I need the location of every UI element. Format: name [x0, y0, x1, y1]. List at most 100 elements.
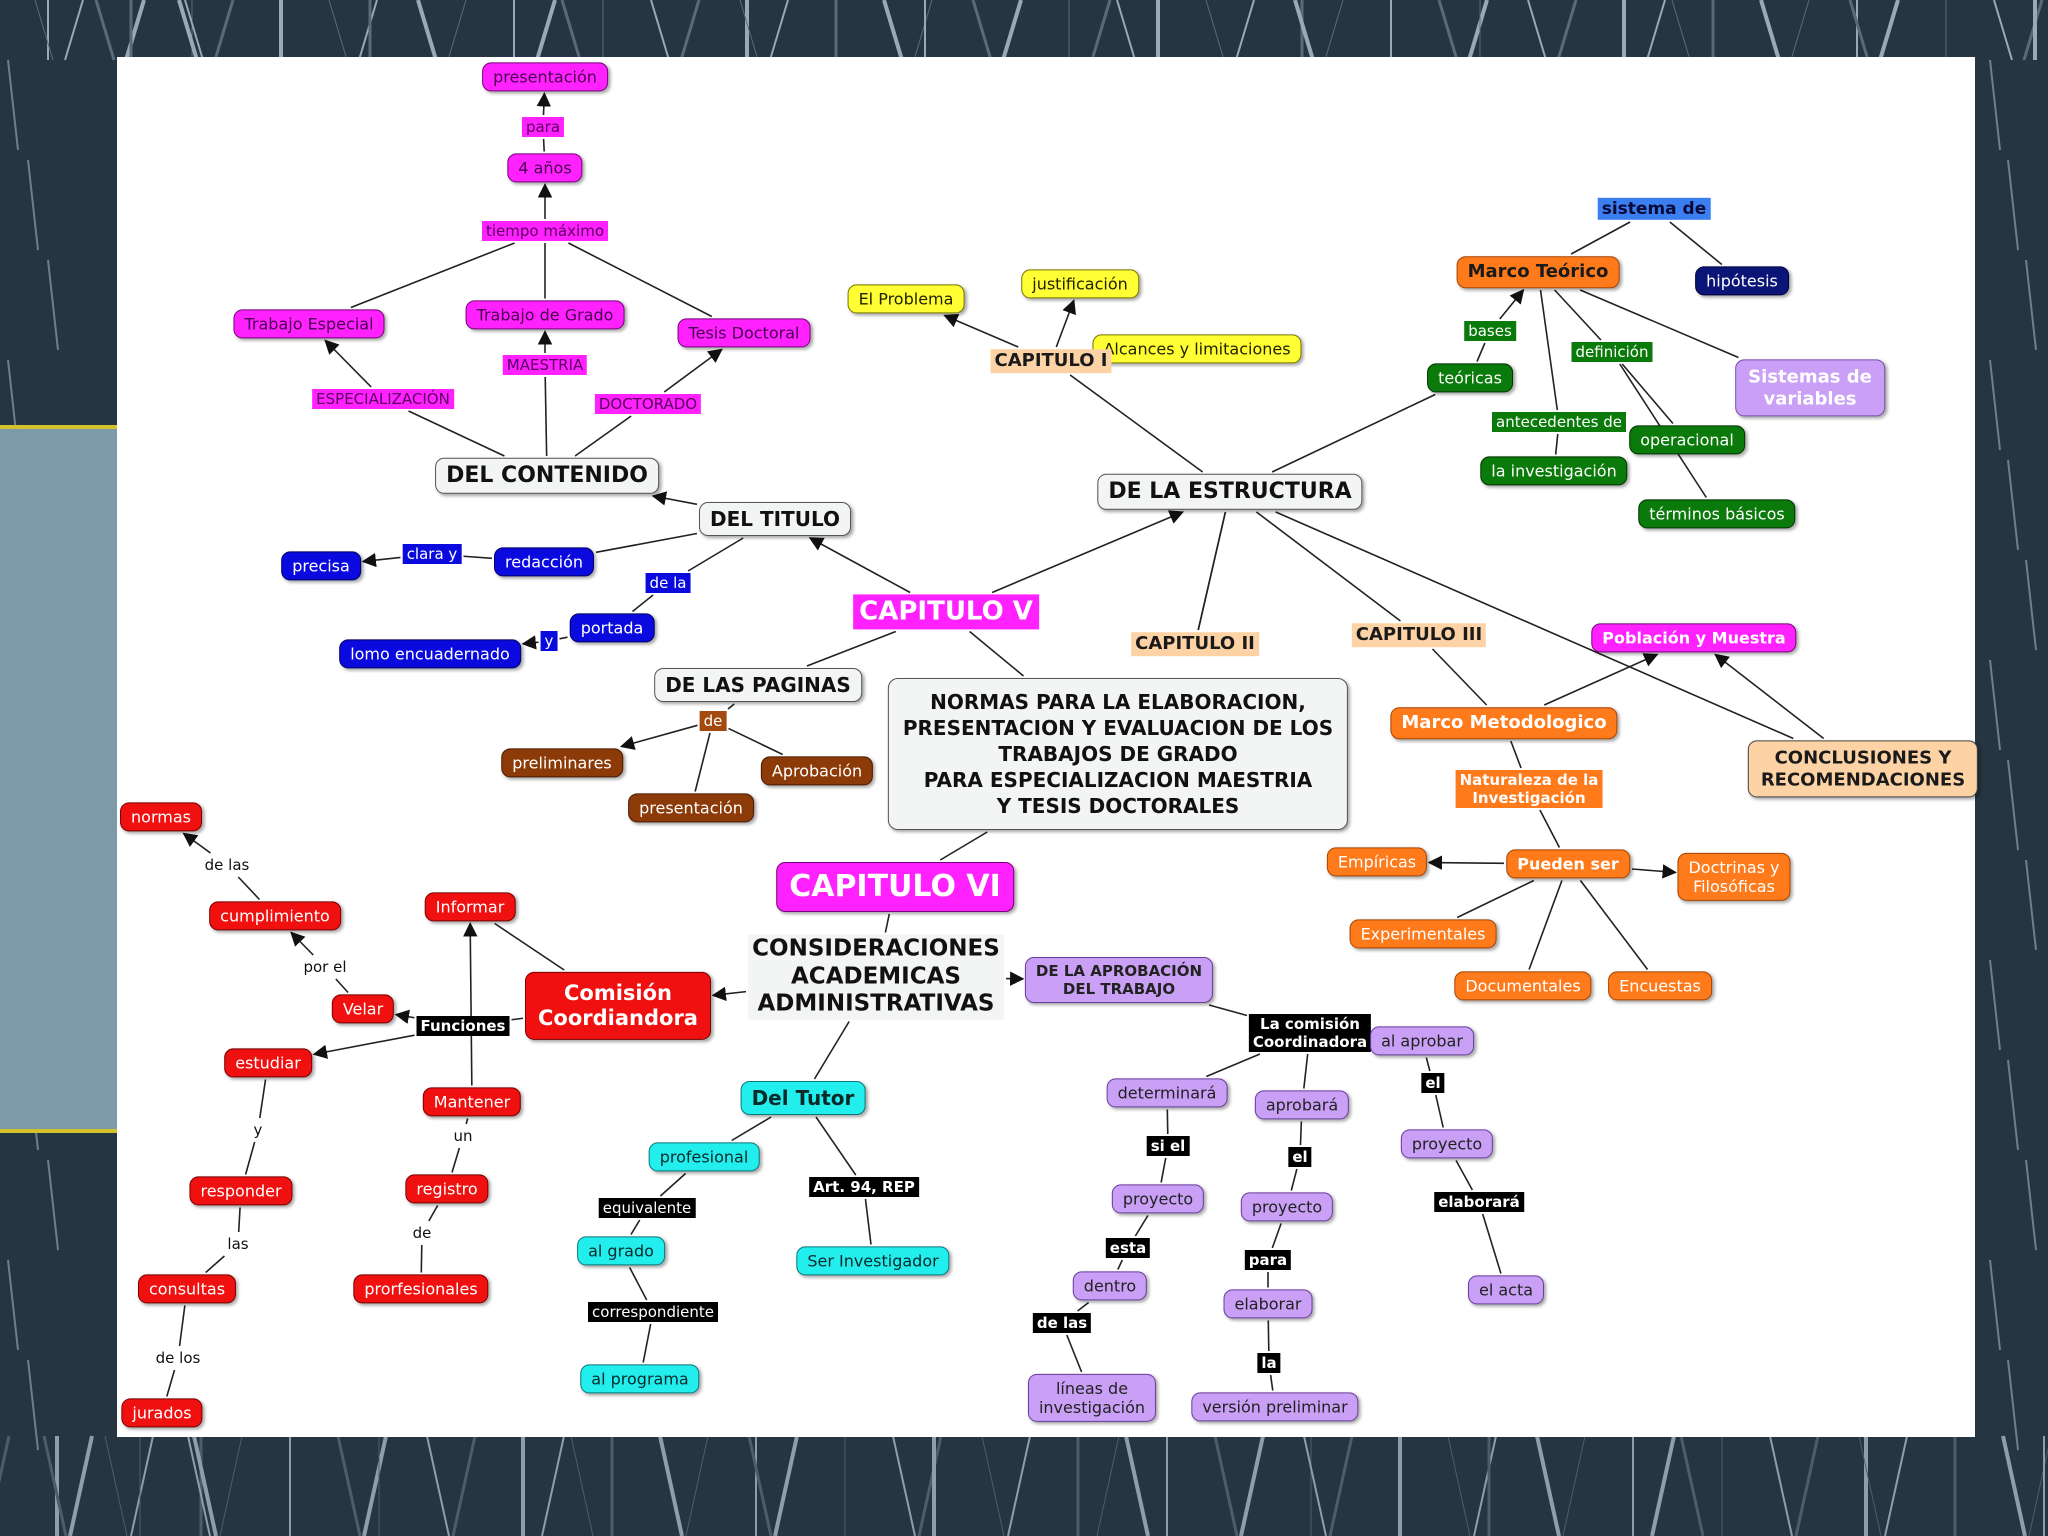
node-proyecto3: proyecto	[1400, 1129, 1494, 1159]
node-alaprobar: al aprobar	[1370, 1026, 1474, 1056]
bg-streak	[1473, 1435, 1497, 1536]
node-un: un	[449, 1126, 477, 1146]
connector-redaccion-claray	[463, 555, 493, 560]
connector-comision-informar	[494, 922, 565, 971]
bg-streak	[1848, 0, 1870, 61]
connector-definicion-operacional	[1621, 363, 1674, 425]
connector-y1-lomo	[521, 635, 539, 650]
node-bases: bases	[1464, 321, 1516, 341]
node-presentacion: presentación	[482, 62, 608, 92]
connector-correspondiente-alprograma	[642, 1323, 652, 1363]
node-cumplimiento: cumplimiento	[209, 901, 341, 931]
node-elaborara: elaborará	[1434, 1192, 1524, 1212]
bg-streak	[2025, 1159, 2037, 1251]
node-estudiar: estudiar	[224, 1048, 312, 1078]
node-determinara: determinará	[1106, 1078, 1228, 1108]
bg-streak	[769, 0, 789, 61]
node-funciones: Funciones	[416, 1016, 510, 1036]
connector-de1-presentacion2	[694, 732, 711, 792]
connector-para-presentacion	[536, 92, 552, 116]
bg-streak	[124, 0, 146, 61]
connector-funciones-estudiar	[312, 1034, 415, 1059]
node-sistemasvar: Sistemas de variables	[1735, 359, 1885, 417]
bg-streak	[1324, 0, 1344, 61]
node-equivalente: equivalente	[598, 1198, 696, 1218]
node-doctrinas: Doctrinas y Filosóficas	[1677, 852, 1791, 902]
connector-delcontenido-especializacion	[408, 410, 505, 457]
bg-streak	[971, 0, 993, 61]
bg-streak	[2025, 259, 2037, 351]
node-main: NORMAS PARA LA ELABORACION, PRESENTACION…	[887, 678, 1349, 830]
connector-deltitulo-redaccion	[595, 532, 698, 554]
bg-streak	[913, 0, 933, 61]
bg-streak	[1878, 0, 1900, 61]
node-serinvest: Ser Investigador	[796, 1246, 950, 1276]
bg-streak	[1556, 0, 1578, 61]
connector-capv-delaspaginas	[806, 630, 897, 667]
connector-dela-portada	[632, 594, 654, 613]
bg-streak	[685, 1435, 709, 1536]
bg-streak	[184, 0, 204, 61]
connector-doctorado-tesisdoc	[663, 348, 723, 393]
connector-las-consultas	[205, 1255, 225, 1274]
bg-streak	[1527, 0, 1547, 61]
connector-delaestructura-conclusiones	[1275, 511, 1794, 740]
connector-trabespecial-tiempomax	[350, 242, 515, 309]
node-prorfesionales: prorfesionales	[353, 1274, 489, 1304]
bg-streak	[7, 1259, 19, 1351]
node-capv: CAPITULO V	[853, 594, 1039, 630]
connector-capi-elproblema	[943, 313, 1019, 348]
node-maestria: MAESTRIA	[502, 355, 588, 375]
bg-streak	[1213, 1435, 1239, 1536]
bg-streak	[1646, 0, 1666, 61]
node-delas2: de las	[1032, 1313, 1092, 1333]
node-precisa: precisa	[281, 551, 361, 581]
connector-marcometod-naturaleza	[1510, 740, 1522, 769]
connector-siel-proyecto1	[1160, 1157, 1167, 1183]
bg-streak	[892, 1435, 916, 1536]
connector-lacomision-determinara	[1206, 1053, 1261, 1078]
connector-delcontenido-maestria	[544, 376, 548, 457]
connector-responder-las	[237, 1207, 241, 1233]
node-delas1: de las	[200, 855, 254, 875]
node-redaccion: redacción	[494, 547, 594, 577]
bg-streak	[94, 0, 116, 61]
node-profesional: profesional	[648, 1142, 760, 1172]
node-claray: clara y	[402, 544, 462, 564]
bg-streak	[1884, 1435, 1908, 1536]
connector-y2-responder	[244, 1141, 256, 1175]
node-velar: Velar	[331, 994, 395, 1024]
bg-streak	[882, 0, 904, 61]
bg-streak	[64, 0, 84, 61]
connector-delas2-lineas	[1066, 1334, 1083, 1373]
connector-marcoteorico-sistemasvar	[1579, 289, 1739, 359]
bg-streak	[1759, 0, 1781, 61]
bg-streak	[2028, 1447, 2048, 1536]
node-empiricas: Empíricas	[1326, 847, 1428, 877]
bg-streak	[192, 1435, 218, 1536]
node-delaestructura: DE LA ESTRUCTURA	[1097, 473, 1363, 511]
connector-cumplimiento-delas1	[237, 876, 261, 901]
bg-streak	[336, 1435, 362, 1536]
node-marcometod: Marco Metodologico	[1390, 707, 1618, 739]
bg-streak	[1989, 59, 2001, 151]
bg-streak	[1007, 1435, 1031, 1536]
bg-streak	[1467, 0, 1489, 61]
node-siel: si el	[1146, 1136, 1190, 1156]
node-conclusiones: CONCLUSIONES Y RECOMENDACIONES	[1747, 740, 1979, 798]
bg-streak	[1993, 0, 2013, 61]
bg-streak	[2001, 1435, 2027, 1536]
bg-streak	[1790, 0, 1810, 61]
node-dentro: dentro	[1072, 1271, 1148, 1301]
node-las: las	[223, 1234, 253, 1254]
bg-streak	[47, 1159, 59, 1251]
connector-velar-porel	[335, 978, 349, 994]
node-correspondiente: correspondiente	[588, 1302, 718, 1322]
node-doctorado: DOCTORADO	[594, 394, 702, 414]
node-la: la	[1257, 1353, 1281, 1373]
bg-streak	[1671, 0, 1691, 61]
connector-esta-dentro	[1117, 1259, 1124, 1270]
connector-art94-serinvest	[864, 1198, 872, 1245]
connector-bases-marcoteorico	[1499, 288, 1525, 320]
